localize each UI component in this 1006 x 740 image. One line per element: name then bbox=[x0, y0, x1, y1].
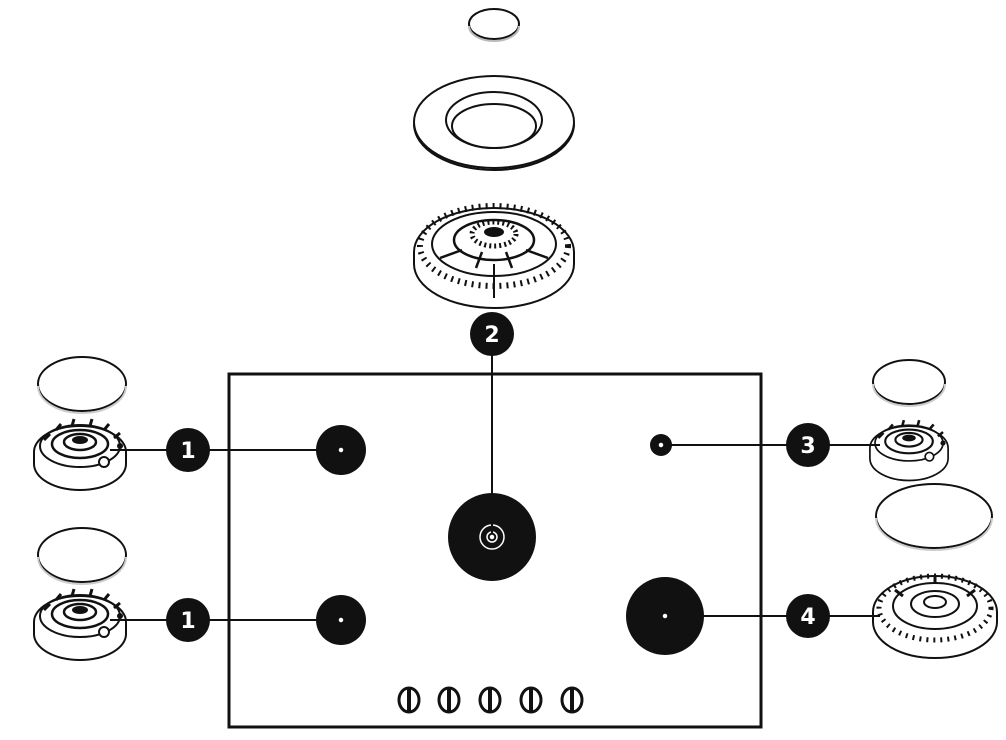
left-top-cap bbox=[37, 356, 127, 414]
callout-center: 2 bbox=[470, 312, 514, 356]
callout-left-bottom-label: 1 bbox=[180, 609, 195, 634]
left-bottom-cap bbox=[37, 527, 127, 585]
center-cap-top bbox=[468, 8, 520, 42]
callout-left-bottom: 1 bbox=[166, 598, 210, 642]
callout-right-top-label: 3 bbox=[800, 434, 815, 459]
control-knobs bbox=[397, 686, 584, 714]
knob-1 bbox=[397, 686, 421, 714]
callout-center-label: 2 bbox=[484, 323, 499, 348]
callout-right-bottom: 4 bbox=[786, 594, 830, 638]
callout-right-top: 3 bbox=[786, 423, 830, 467]
knob-5 bbox=[560, 686, 584, 714]
leader-lines bbox=[110, 335, 880, 621]
left-top-burner bbox=[32, 417, 128, 492]
center-burner-base bbox=[413, 203, 575, 309]
knob-4 bbox=[519, 686, 543, 714]
center-flame-ring bbox=[413, 75, 575, 171]
right-top-burner bbox=[868, 418, 950, 482]
knob-3 bbox=[478, 686, 502, 714]
right-bottom-cap bbox=[875, 483, 993, 551]
callout-left-top-label: 1 bbox=[180, 439, 195, 464]
callout-right-bottom-label: 4 bbox=[800, 605, 815, 630]
knob-2 bbox=[437, 686, 461, 714]
right-bottom-burner bbox=[872, 573, 998, 659]
left-bottom-burner bbox=[32, 587, 128, 662]
right-top-cap bbox=[872, 359, 946, 407]
callout-left-top: 1 bbox=[166, 428, 210, 472]
